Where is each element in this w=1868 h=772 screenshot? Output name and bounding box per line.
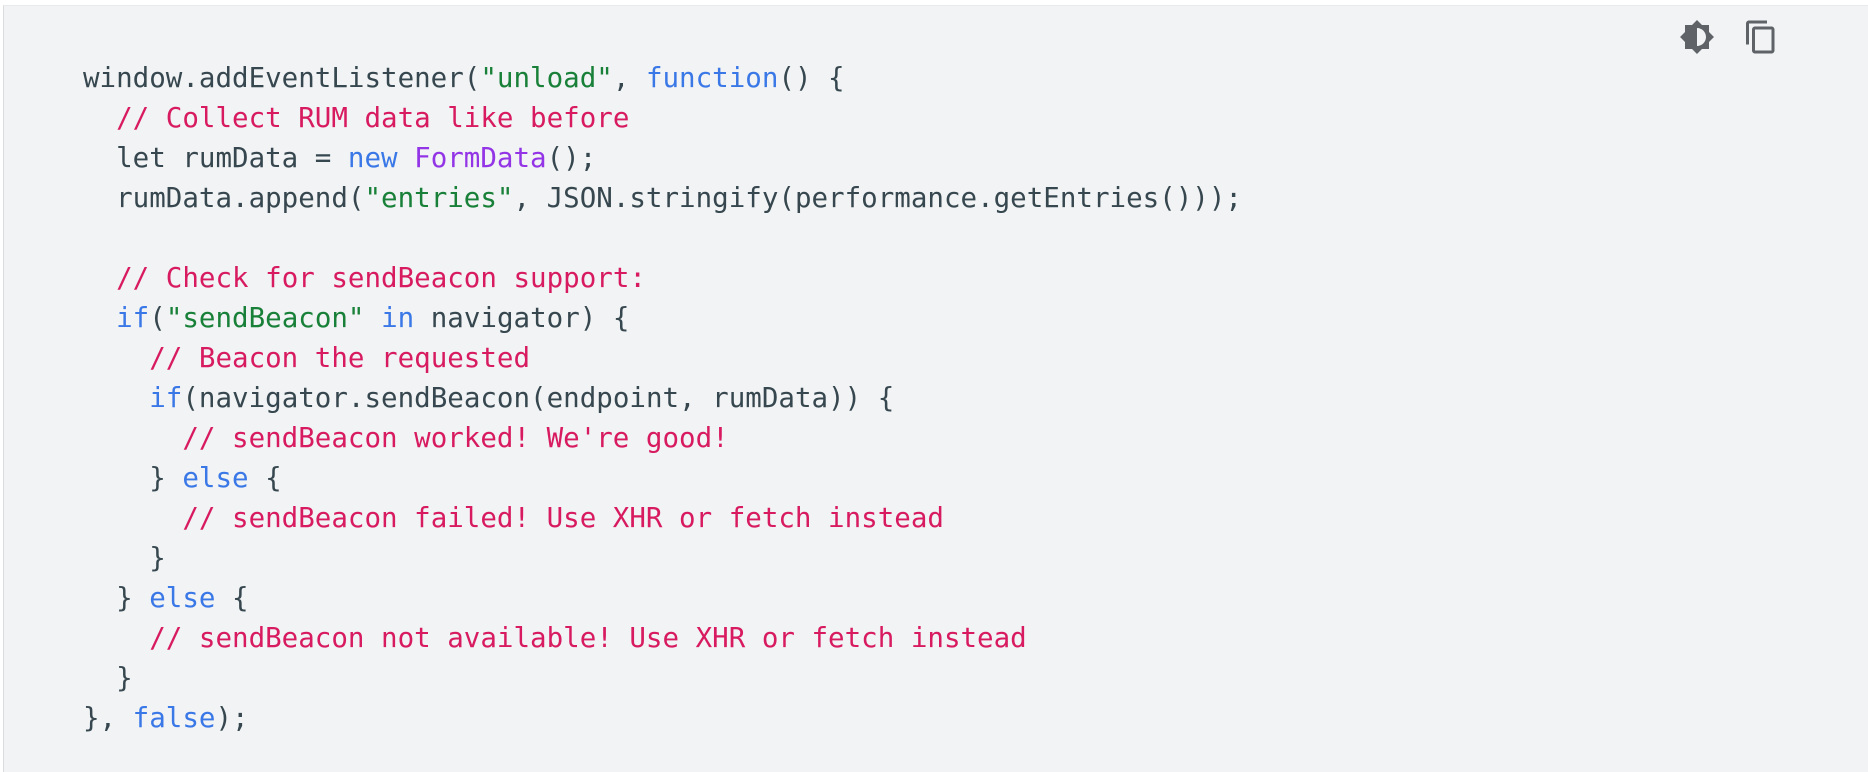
code-token-keyword: else [182,462,249,494]
code-line: } else { [83,578,1242,618]
code-token-keyword: else [149,582,216,614]
code-token-plain [83,102,116,134]
code-block: window.addEventListener("unload", functi… [3,5,1868,772]
code-token-plain [398,142,415,174]
code-token-keyword: if [149,382,183,414]
code-line: } [83,538,1242,578]
code-token-plain: , [612,62,646,94]
code-token-plain: } [83,462,183,494]
code-token-keyword: if [116,302,150,334]
code-token-plain: { [215,582,249,614]
code-line: let rumData = new FormData(); [83,138,1242,178]
code-token-plain [83,502,182,534]
code-token-plain: ); [215,702,249,734]
brightness-icon [1680,20,1714,54]
code-token-plain: }, [83,702,133,734]
code-toolbar [1678,18,1780,56]
code-token-plain [83,382,149,414]
code-token-string: "entries" [364,182,514,214]
code-token-plain: { [248,462,282,494]
code-token-plain: ( [149,302,166,334]
code-token-keyword: false [132,702,216,734]
code-line: window.addEventListener("unload", functi… [83,58,1242,98]
code-token-comment: // Beacon the requested [149,342,531,374]
code-token-plain: rumData.append( [83,182,365,214]
code-token-plain: window.addEventListener( [83,62,481,94]
code-token-plain: let rumData = [83,142,348,174]
theme-toggle-button[interactable] [1678,18,1716,56]
code-token-plain [83,422,182,454]
code-token-plain: (); [546,142,597,174]
code-token-plain: } [83,582,150,614]
code-line: rumData.append("entries", JSON.stringify… [83,178,1242,218]
code-token-plain: } [83,662,133,694]
code-token-plain: (navigator.sendBeacon(endpoint, rumData)… [182,382,895,414]
code-line: // Beacon the requested [83,338,1242,378]
code-line: }, false); [83,698,1242,738]
code-line: } else { [83,458,1242,498]
code-token-type: FormData [414,142,547,174]
code-line: // Collect RUM data like before [83,98,1242,138]
code-token-comment: // sendBeacon failed! Use XHR or fetch i… [182,502,944,534]
code-token-plain [365,302,382,334]
code-token-plain [83,262,116,294]
code-token-string: "unload" [480,62,613,94]
code-token-keyword: function [645,62,779,94]
code-token-comment: // Check for sendBeacon support: [116,262,646,294]
code-token-comment: // sendBeacon worked! We're good! [182,422,729,454]
code-token-keyword: new [347,142,398,174]
code-token-keyword: in [381,302,415,334]
code-listing[interactable]: window.addEventListener("unload", functi… [83,58,1242,738]
copy-icon [1746,20,1775,54]
code-line: } [83,658,1242,698]
code-token-plain [83,342,149,374]
copy-code-button[interactable] [1742,18,1780,56]
code-line: // Check for sendBeacon support: [83,258,1242,298]
code-token-comment: // Collect RUM data like before [116,102,630,134]
code-token-plain: , JSON.stringify(performance.getEntries(… [513,182,1242,214]
code-token-plain: () { [778,62,845,94]
code-line: if("sendBeacon" in navigator) { [83,298,1242,338]
code-line: // sendBeacon failed! Use XHR or fetch i… [83,498,1242,538]
code-line: // sendBeacon worked! We're good! [83,418,1242,458]
code-token-plain: } [83,542,166,574]
code-token-plain [83,622,149,654]
code-token-string: "sendBeacon" [165,302,365,334]
code-token-comment: // sendBeacon not available! Use XHR or … [149,622,1027,654]
code-token-plain: navigator) { [414,302,630,334]
code-line: // sendBeacon not available! Use XHR or … [83,618,1242,658]
code-line [83,218,1242,258]
code-line: if(navigator.sendBeacon(endpoint, rumDat… [83,378,1242,418]
code-token-plain [83,302,116,334]
